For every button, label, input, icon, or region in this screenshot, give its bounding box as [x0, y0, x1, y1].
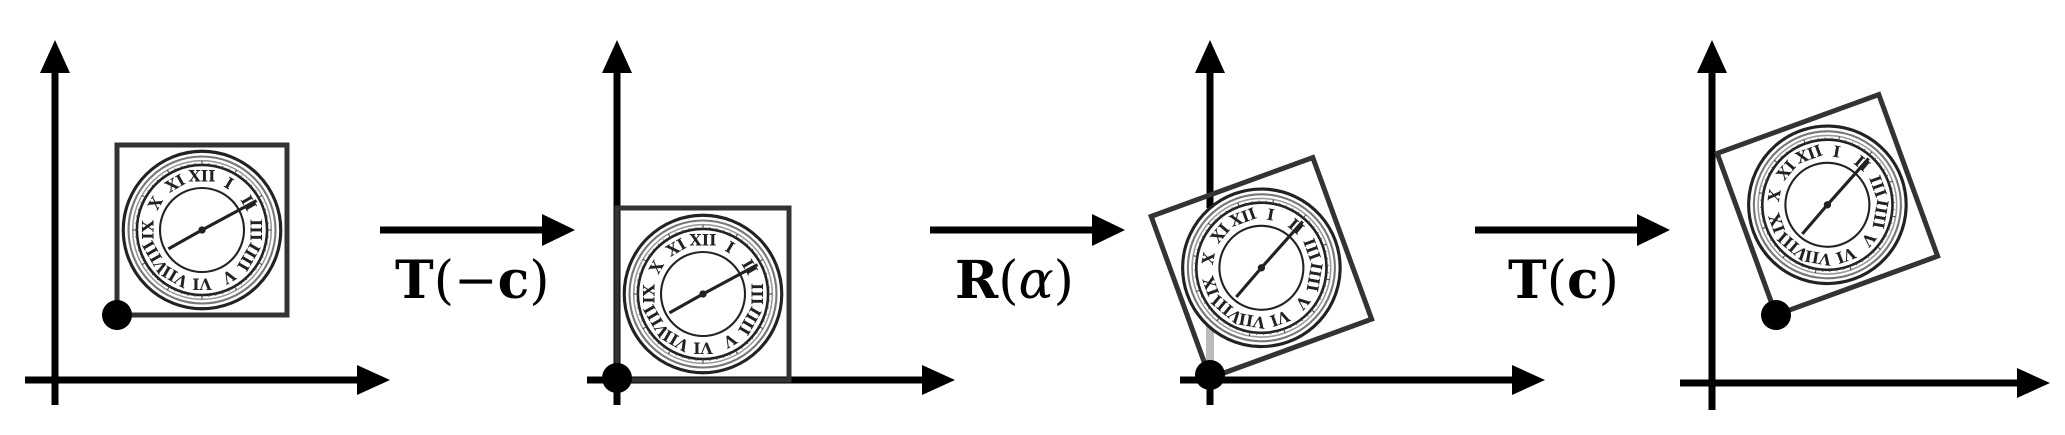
label-close: ) — [1598, 251, 1619, 311]
label-translate-back: T(c) — [1508, 255, 1619, 308]
panel-rotated-translated-back — [1680, 40, 2050, 410]
arrow-translate-back — [1475, 214, 1670, 246]
label-main: T — [1508, 250, 1547, 311]
label-arg: c — [497, 250, 530, 311]
label-main: T — [395, 250, 434, 311]
arrow-translate-to-origin — [380, 214, 575, 246]
bounding-frame — [1713, 91, 1941, 319]
pivot-point — [1761, 300, 1791, 330]
label-rotate: R(α) — [955, 255, 1074, 308]
pivot-point — [102, 300, 132, 330]
axes — [587, 40, 955, 405]
clock-icon — [1158, 165, 1364, 371]
bounding-frame — [614, 205, 792, 383]
panel-at-origin — [587, 40, 955, 405]
panel-rotated-at-origin — [1147, 40, 1545, 405]
label-arg: α — [1018, 251, 1054, 311]
label-open: ( — [1546, 251, 1567, 311]
axes — [25, 40, 390, 405]
label-arg: c — [1567, 250, 1599, 311]
panel-original — [25, 40, 390, 405]
axes — [1680, 40, 2050, 410]
label-open: ( — [998, 251, 1019, 311]
label-close: ) — [1053, 251, 1074, 311]
label-main: R — [955, 250, 999, 311]
pivot-point — [602, 363, 632, 393]
label-open: ( — [433, 251, 454, 311]
label-sign: − — [454, 251, 498, 311]
bounding-frame — [1147, 154, 1375, 382]
label-close: ) — [529, 251, 550, 311]
bounding-frame — [114, 142, 290, 318]
clock-icon — [1724, 102, 1930, 308]
clock-icon — [121, 149, 283, 311]
pivot-point — [1195, 360, 1225, 390]
label-translate-to-origin: T(−c) — [395, 255, 550, 308]
clock-icon — [622, 213, 784, 375]
arrow-rotate — [930, 214, 1125, 246]
